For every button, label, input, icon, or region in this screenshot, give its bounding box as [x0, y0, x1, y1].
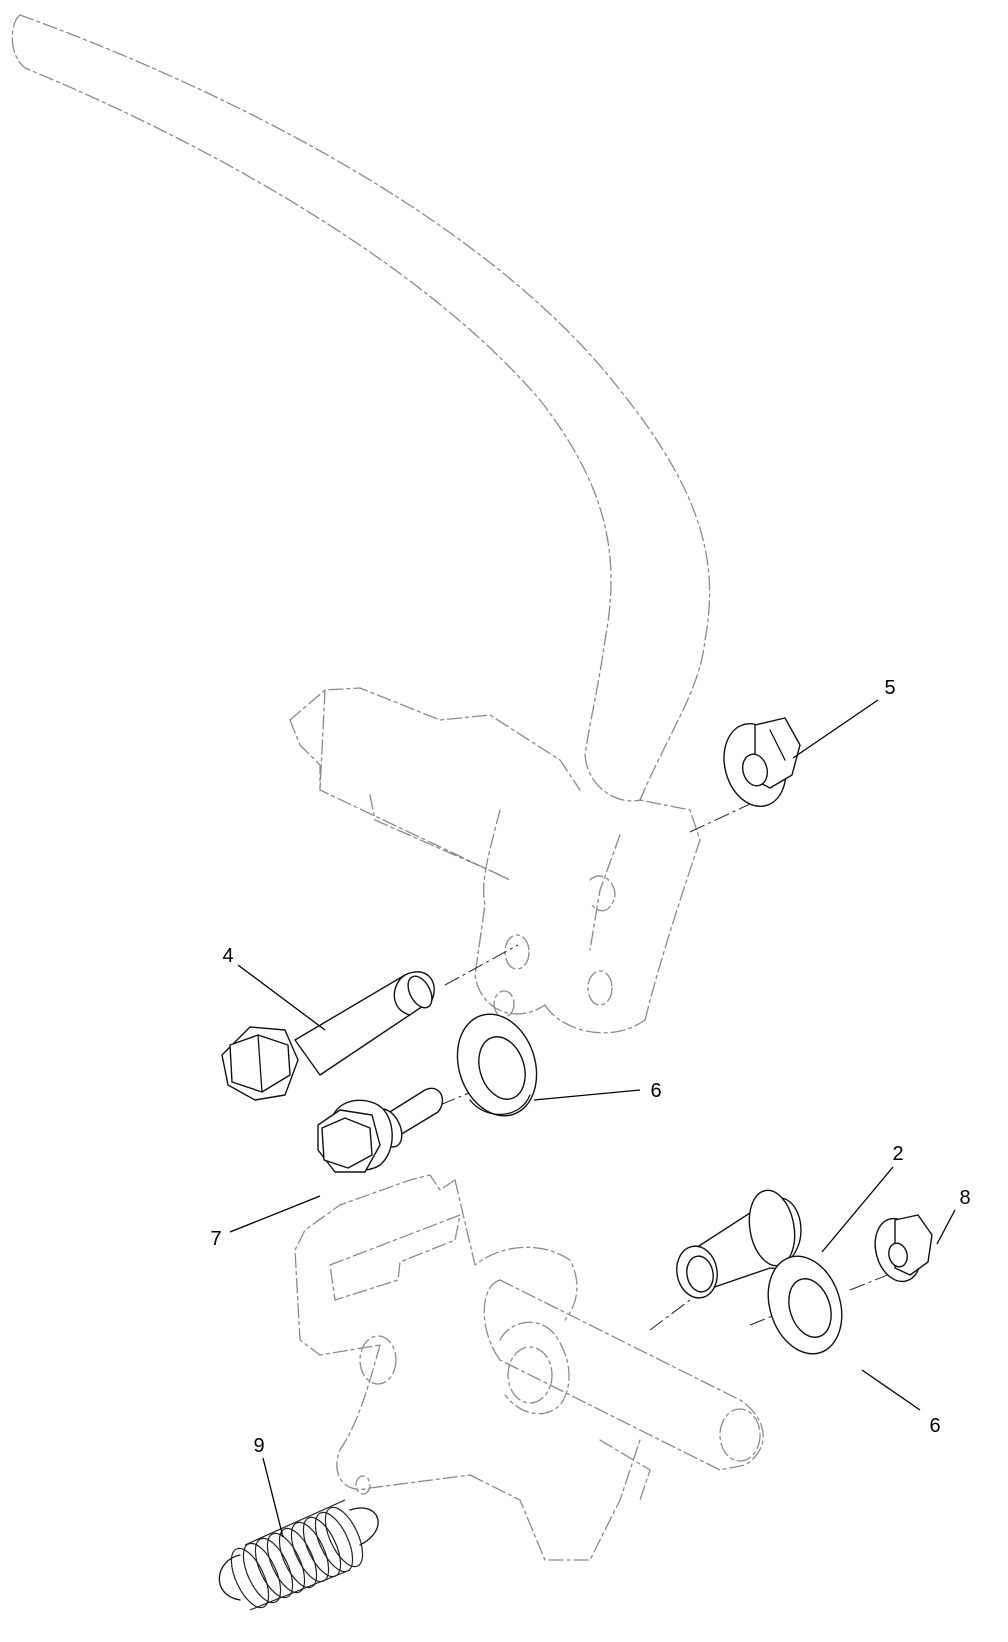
shoulder-bolt-part-7: [317, 1087, 443, 1173]
callout-5: 5: [884, 677, 895, 699]
leader-8: [936, 1209, 956, 1245]
nut-part-8: [874, 1214, 933, 1283]
leader-lines: [229, 699, 956, 1538]
callout-6-upper: 6: [650, 1080, 661, 1102]
callout-9: 9: [253, 1435, 264, 1457]
washer-part-6-upper: [456, 1013, 538, 1117]
phantom-handle: [11, 14, 711, 802]
flange-nut-part-5: [723, 717, 801, 808]
leader-6-upper: [533, 1089, 641, 1101]
leader-5: [792, 699, 879, 759]
spring-part-9: [218, 1499, 379, 1611]
callout-2: 2: [892, 1143, 903, 1165]
leader-7: [229, 1195, 321, 1233]
washer-part-6-lower: [767, 1255, 843, 1355]
bolt-part-4: [221, 971, 435, 1101]
callout-4: 4: [222, 945, 233, 967]
callout-8: 8: [959, 1187, 970, 1209]
leader-4: [237, 964, 326, 1031]
phantom-upper-plate: [289, 687, 701, 1034]
bushing-part-2: [676, 1189, 802, 1299]
callout-labels: 5 4 6 2 8 7 6 9: [210, 677, 970, 1457]
callout-6-lower: 6: [929, 1415, 940, 1437]
callout-7: 7: [210, 1228, 221, 1250]
leader-9: [262, 1457, 284, 1538]
leader-2: [821, 1166, 894, 1253]
phantom-lower-bracket: [294, 1174, 764, 1561]
leader-6-lower: [861, 1369, 921, 1411]
